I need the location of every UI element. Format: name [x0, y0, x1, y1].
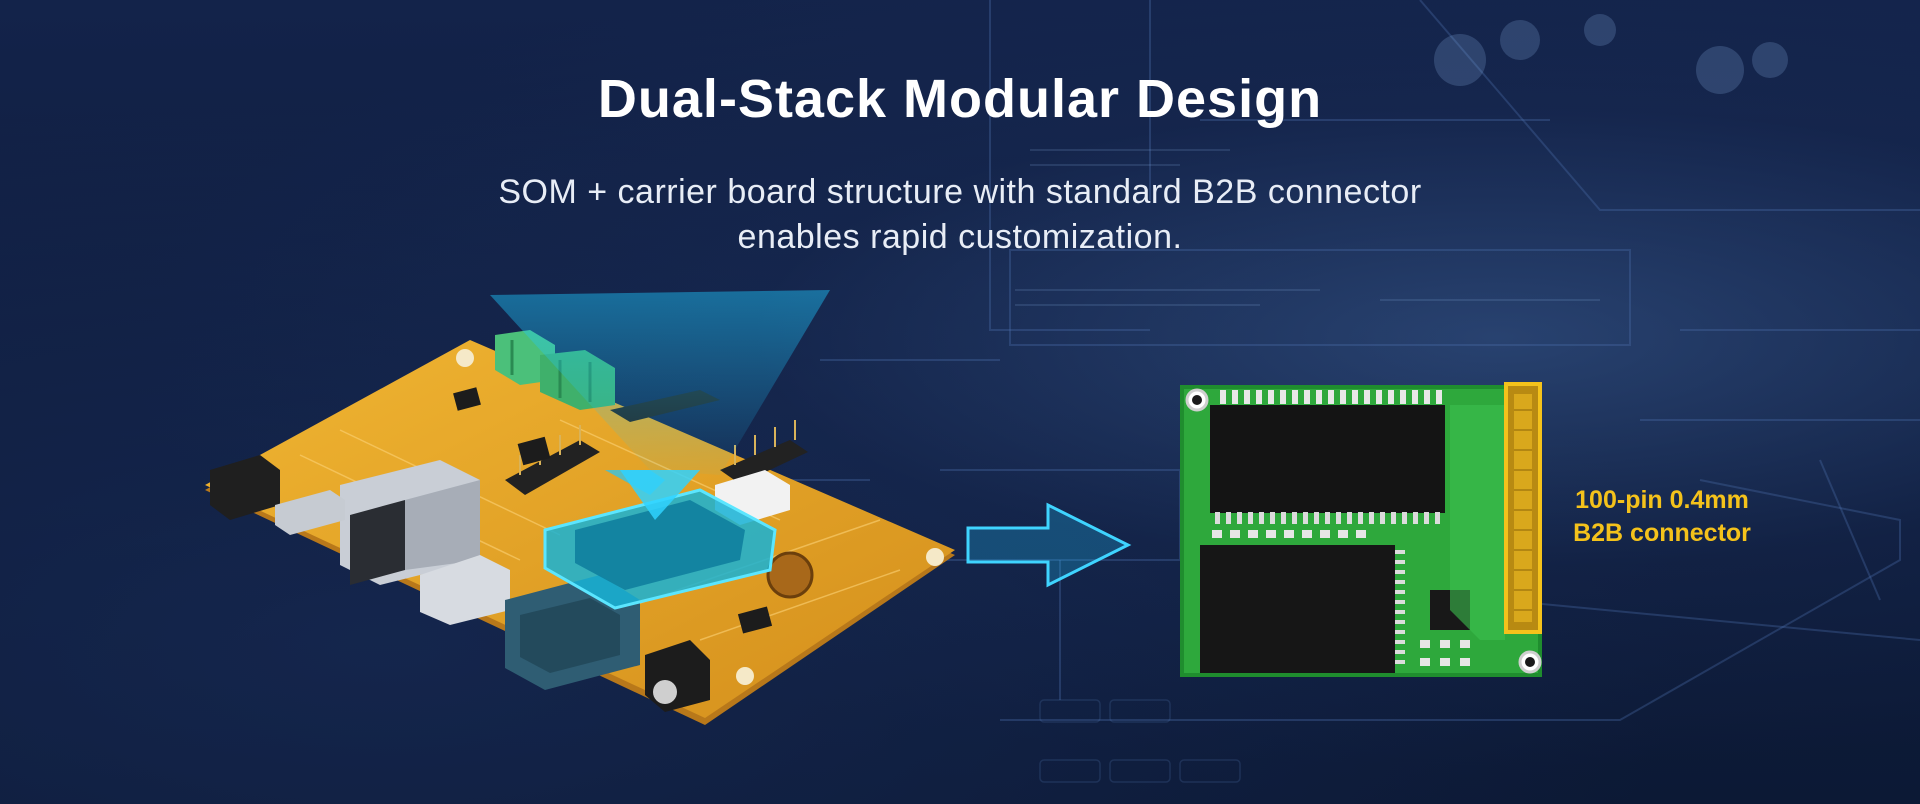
- callout-line-2: B2B connector: [1573, 519, 1751, 547]
- highlight-beam: [490, 290, 830, 475]
- page-title: Dual-Stack Modular Design: [597, 69, 1323, 129]
- som-highlight: [543, 470, 777, 610]
- db9-serial-port: [505, 575, 640, 690]
- ethernet-port: [340, 460, 480, 585]
- page-subtitle: SOM + carrier board structure with stand…: [0, 170, 1920, 260]
- callout-line-1: 100-pin 0.4mm: [1575, 486, 1749, 514]
- b2b-connector-callout: 100-pin 0.4mm B2B connector: [1552, 484, 1772, 550]
- carrier-board: [205, 330, 955, 725]
- subtitle-line-2: enables rapid customization.: [737, 218, 1183, 256]
- som-module: [1180, 382, 1542, 677]
- b2b-connector: [1504, 382, 1542, 634]
- subtitle-line-1: SOM + carrier board structure with stand…: [498, 173, 1422, 211]
